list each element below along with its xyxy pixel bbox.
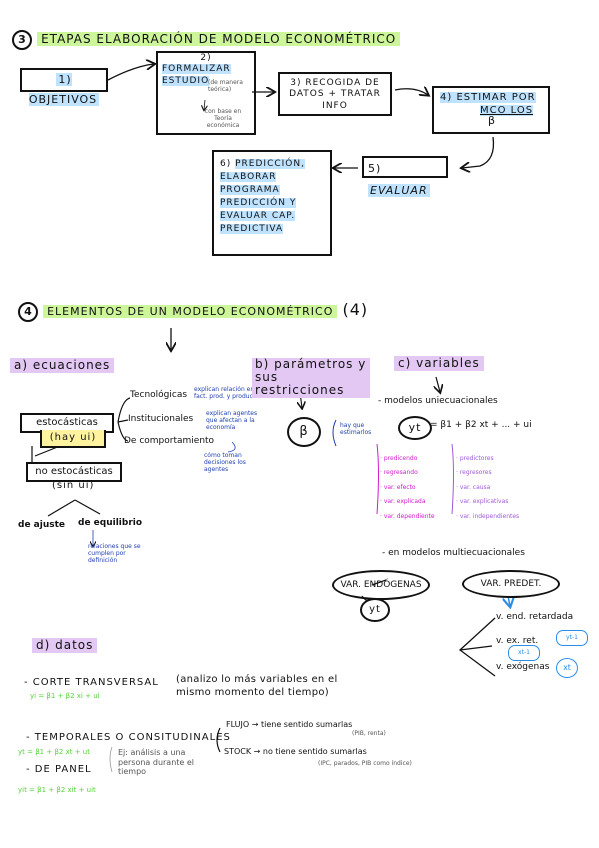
step-estimar-line1: 4) ESTIMAR POR [440, 92, 536, 103]
variables-title: c) variables [394, 356, 484, 371]
step-recogida-datos: 3) RECOGIDA DE DATOS + TRATAR INFO [278, 72, 392, 116]
de-equilibrio-label: de equilibrio [78, 518, 143, 528]
corte-transversal-note: (analizo lo más variables en el mismo mo… [176, 674, 338, 698]
multiecuacionales-label: - en modelos multiecuacionales [382, 548, 525, 558]
v-end-retardada: v. end. retardada [496, 612, 574, 622]
comportamiento-note: cómo toman decisiones los agentes [204, 452, 246, 474]
flujo-note: (PIB, renta) [352, 730, 386, 737]
step-prediccion-line2: ELABORAR [220, 172, 277, 183]
sin-u-label: (sin ui) [52, 480, 95, 491]
parametros-title-line2: restricciones [255, 383, 345, 398]
beta-parameter-oval: β [287, 417, 321, 447]
v-exogenas: v. exógenas [496, 662, 550, 672]
step-formalizar-line2: ESTUDIO [162, 75, 210, 86]
comportamiento-label: De comportamiento [124, 436, 215, 446]
step-prediccion-line3: PROGRAMA [220, 185, 280, 196]
section-3-title: ETAPAS ELABORACIÓN DE MODELO ECONOMÉTRIC… [37, 32, 401, 46]
step-prediccion: 6) PREDICCIÓN, ELABORAR PROGRAMA PREDICC… [212, 150, 332, 256]
institucionales-label: Institucionales [128, 414, 194, 424]
temporales-equation: yt = β1 + β2 xt + ut [18, 748, 90, 756]
datos-title: d) datos [32, 638, 98, 653]
de-ajuste-label: de ajuste [18, 520, 66, 530]
parametros-title-line1: b) parámetros y sus [255, 357, 367, 385]
section-3-header: 3 ETAPAS ELABORACIÓN DE MODELO ECONOMÉTR… [12, 28, 401, 50]
equilibrio-note: relaciones que se cumplen por definición [88, 543, 141, 565]
step-evaluar: 5) EVALUAR [362, 156, 448, 197]
step-evaluar-label: EVALUAR [368, 184, 430, 197]
hay-u-box: (hay ui) [40, 430, 106, 448]
regression-equation: = β1 + β2 xt + ... + ui [430, 420, 532, 430]
institucionales-note: explican agentes que afectan a la econom… [206, 410, 258, 432]
temporales-note: Ej: análisis a una persona durante el ti… [118, 748, 195, 777]
yt-oval: yt [398, 416, 432, 440]
step-estimar: 4) ESTIMAR POR MCO LOS β [432, 86, 550, 134]
section-4-title: ELEMENTOS DE UN MODELO ECONOMÉTRICO [43, 305, 338, 318]
uniecuacionales-label: - modelos uniecuacionales [378, 396, 498, 406]
yt-1-badge: yt-1 [556, 630, 588, 646]
step-formalizar: 2) FORMALIZAR ESTUDIO (de manera teórica… [156, 51, 256, 135]
v-ex-ret: v. ex. ret. [496, 636, 539, 646]
tecnologicas-note: explican relación entre fact. prod. y pr… [194, 386, 266, 401]
section-4-title-suffix: (4) [342, 300, 369, 319]
step-prediccion-line4: PREDICCIÓN Y [220, 198, 297, 209]
corte-transversal-equation: yi = β1 + β2 xi + ui [30, 692, 100, 700]
step-formalizar-line1: FORMALIZAR [162, 64, 231, 75]
section-3-number: 3 [12, 30, 32, 50]
corte-transversal-label: - CORTE TRANSVERSAL [24, 677, 159, 688]
independent-variable-names: · predictores · regresores · var. causa … [456, 455, 520, 520]
step-evaluar-number: 5) [368, 162, 382, 175]
step-objetivos: 1) OBJETIVOS [20, 68, 108, 106]
panel-label: - DE PANEL [26, 764, 92, 775]
yt-endogena-oval: yt [360, 598, 390, 622]
step-prediccion-line5: EVALUAR CAP. [220, 211, 296, 222]
step-formalizar-note1: (de manera teórica) [208, 79, 243, 94]
step-formalizar-number: 2) [200, 53, 212, 63]
step-formalizar-note2: con base en Teoría económica [204, 108, 242, 130]
temporales-label: - TEMPORALES O CONSITUDINALES [26, 732, 231, 743]
predeterminadas-oval: VAR. PREDET. [462, 570, 560, 598]
section-4-header: 4 ELEMENTOS DE UN MODELO ECONOMÉTRICO (4… [18, 300, 368, 322]
step-prediccion-line1: PREDICCIÓN, [235, 159, 305, 169]
flujo-label: FLUJO → tiene sentido sumarlas [226, 720, 353, 729]
xt-badge: xt [556, 658, 578, 678]
tecnologicas-label: Tecnológicas [130, 390, 188, 400]
stock-note: (IPC, parados, PIB como índice) [318, 760, 412, 767]
step-estimar-line2: MCO LOS [480, 104, 534, 116]
ecuaciones-title: a) ecuaciones [10, 358, 115, 373]
step-prediccion-number: 6) [220, 159, 232, 169]
panel-equation: yit = β1 + β2 xit + uit [18, 786, 96, 794]
xt-1-badge: xt-1 [508, 645, 540, 661]
parametros-title: b) parámetros y sus restricciones [252, 357, 370, 398]
beta-symbol: β [488, 114, 497, 127]
endogenas-oval: VAR. ENDÓGENAS [332, 570, 430, 600]
step-prediccion-line6: PREDICTIVA [220, 224, 284, 235]
section-4-number: 4 [18, 302, 38, 322]
dependent-variable-names: · predicendo · regresando · var. efecto … [380, 455, 435, 520]
parametros-note: hay que estimarlos [340, 422, 372, 437]
stock-label: STOCK → no tiene sentido sumarlas [224, 747, 367, 756]
no-estocasticas-box: no estocásticas [26, 462, 122, 482]
